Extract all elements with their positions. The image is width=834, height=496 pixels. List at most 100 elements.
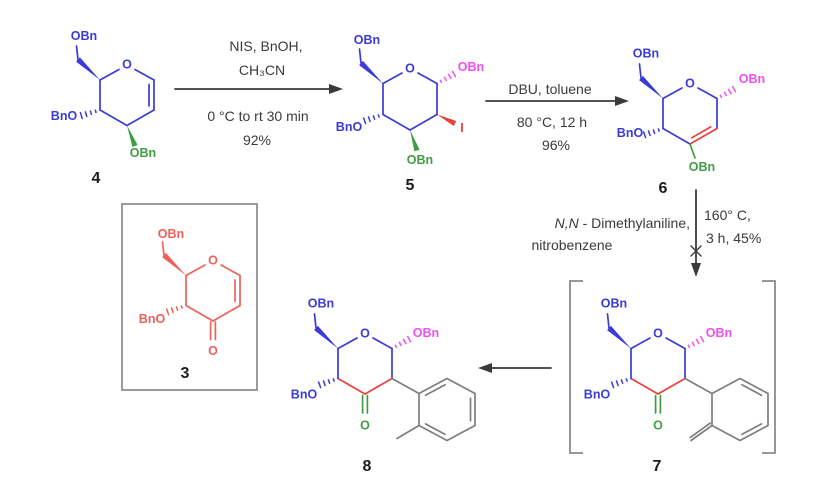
reaction-arrow-step2: DBU, toluene 80 °C, 12 h 96%: [485, 81, 629, 153]
step3-cross-icon: [690, 245, 702, 257]
step3-reagent-rest-part: - Dimethylaniline,: [579, 215, 690, 231]
compound-8-ketone-oxygen: O: [360, 419, 370, 433]
compound-6-obn-anomeric-label: OBn: [739, 72, 765, 86]
compound-8-tolyl-group: [391, 377, 476, 442]
step3-reagent-italic-part: N,N: [555, 215, 580, 231]
compound-4-ring-bonds: [99, 68, 155, 127]
compound-5-obn-top-label: OBn: [354, 33, 380, 47]
compound-7-obn-anomeric-label: OBn: [706, 326, 732, 340]
compound-6-ch2obn-arm: [638, 63, 663, 99]
step2-conditions: 80 °C, 12 h: [517, 114, 587, 130]
step1-arrowhead-icon: [329, 84, 343, 94]
compound-8-number: 8: [363, 458, 372, 475]
step2-reagents-line1: DBU, toluene: [508, 81, 591, 97]
compound-4-hash-wedge-bno: [79, 109, 97, 120]
compound-7-bno-left-label: BnO: [584, 388, 611, 402]
compound-7-ch2obn-arm: [606, 313, 631, 349]
compound-6-ring-bonds: [662, 87, 718, 145]
compound-6-number: 6: [659, 180, 668, 197]
step3-conditions-line1: 160° C,: [704, 207, 751, 223]
compound-4-bold-wedge-obn: [127, 125, 138, 147]
compound-8-obn-anomeric-label: OBn: [413, 326, 439, 340]
compound-8-hash-wedge-bno: [317, 378, 335, 389]
step2-yield: 96%: [542, 137, 570, 153]
compound-7-ketone-oxygen: O: [653, 419, 663, 433]
compound-4-ch2obn-arm: [75, 45, 100, 80]
compound-7-number: 7: [653, 458, 662, 475]
compound-8-methyl-bond: [396, 424, 420, 440]
compound-7: OBn O OBn BnO O 7: [584, 297, 769, 475]
compound-8-ring-bonds: [337, 337, 393, 395]
compound-8-ch2obn-arm: [313, 313, 338, 349]
compound-5-ring-oxygen: O: [405, 62, 415, 76]
compound-3-box: [121, 203, 258, 391]
compound-7-ring-oxygen: O: [653, 327, 663, 341]
compound-5-obn-anomeric-label: OBn: [458, 60, 484, 74]
step3-reagents-line2: nitrobenzene: [532, 237, 613, 253]
right-bracket: [762, 280, 776, 454]
step4-arrowhead-icon: [478, 363, 492, 373]
compound-7-diene-group: [684, 377, 769, 442]
step2-arrowhead-icon: [615, 96, 629, 106]
compound-7-hash-wedge-anomeric: [687, 335, 705, 349]
compound-5: OBn O OBn I BnO OBn 5: [336, 33, 484, 194]
compound-6-bno-left-label: BnO: [617, 126, 644, 140]
compound-6: OBn O OBn BnO OBn 6: [617, 47, 765, 198]
step1-yield: 92%: [243, 132, 271, 148]
compound-3-obn-top-label: OBn: [158, 227, 184, 241]
compound-3-ring-bonds: [185, 264, 241, 322]
compound-6-obn-top-label: OBn: [633, 47, 659, 61]
step3-conditions-line2: 3 h, 45%: [706, 230, 761, 246]
compound-7-obn-top-label: OBn: [601, 297, 627, 311]
compound-5-number: 5: [406, 177, 415, 194]
compound-6-ring-oxygen: O: [685, 77, 695, 91]
compound-5-hash-wedge-bno: [362, 114, 380, 125]
reaction-arrow-step3: 160° C, 3 h, 45% N,N - Dimethylaniline, …: [532, 189, 761, 277]
reaction-arrow-step1: NIS, BnOH, CH₃CN 0 °C to rt 30 min 92%: [174, 38, 343, 148]
compound-5-bold-wedge-obn: [410, 130, 420, 152]
compound-8: OBn O OBn BnO O 8: [291, 297, 476, 475]
step3-arrowhead-icon: [691, 263, 701, 277]
compound-5-bold-wedge-iodo: [437, 114, 457, 126]
step1-reagents-line2: CH₃CN: [239, 62, 285, 78]
compound-3-ketone-bond: [209, 321, 217, 341]
compound-8-ketone-bond: [361, 394, 369, 414]
compound-3-ch2obn-arm: [161, 241, 186, 276]
compound-3-hash-wedge-bno: [165, 305, 183, 316]
compound-3-number: 3: [181, 365, 190, 382]
compound-6-hash-wedge-bno: [642, 128, 660, 139]
compound-5-ch2obn-arm: [358, 48, 383, 84]
compound-5-iodo-label: I: [460, 121, 463, 135]
left-bracket: [569, 280, 583, 454]
compound-3-bno-left-label: BnO: [139, 312, 166, 326]
step1-conditions: 0 °C to rt 30 min: [207, 108, 308, 124]
compound-4: OBn O BnO OBn 4: [51, 29, 156, 187]
compound-3-ketone-oxygen: O: [208, 344, 218, 358]
reaction-arrow-step4: [478, 363, 552, 373]
compound-3: OBn O BnO O 3: [139, 227, 241, 382]
compound-3-ring-oxygen: O: [208, 254, 218, 268]
compound-6-enol-obn-bond: [689, 143, 696, 159]
compound-5-obn-bottom-label: OBn: [407, 153, 433, 167]
compound-5-hash-wedge-anomeric: [439, 70, 457, 84]
compound-6-obn-bottom-label: OBn: [689, 160, 715, 174]
compound-5-bno-left-label: BnO: [336, 120, 363, 134]
compound-8-bno-left-label: BnO: [291, 388, 318, 402]
compound-4-number: 4: [92, 170, 101, 187]
compound-7-ring-bonds: [630, 337, 686, 395]
compound-7-hash-wedge-bno: [610, 378, 628, 389]
compound-4-obn-bottom-label: OBn: [130, 146, 156, 160]
compound-6-hash-wedge-anomeric: [719, 85, 737, 99]
step1-reagents-line1: NIS, BnOH,: [229, 38, 302, 54]
compound-7-ketone-bond: [654, 394, 662, 414]
step3-reagents-line1: N,N - Dimethylaniline,: [555, 215, 690, 231]
compound-8-ring-oxygen: O: [360, 327, 370, 341]
compound-5-ring-bonds: [382, 72, 438, 131]
compound-4-ring-oxygen: O: [122, 58, 132, 72]
compound-8-obn-top-label: OBn: [308, 297, 334, 311]
compound-4-bno-left-label: BnO: [51, 109, 78, 123]
compound-4-obn-top-label: OBn: [71, 29, 97, 43]
compound-7-exocyclic-methylene: [689, 422, 713, 442]
